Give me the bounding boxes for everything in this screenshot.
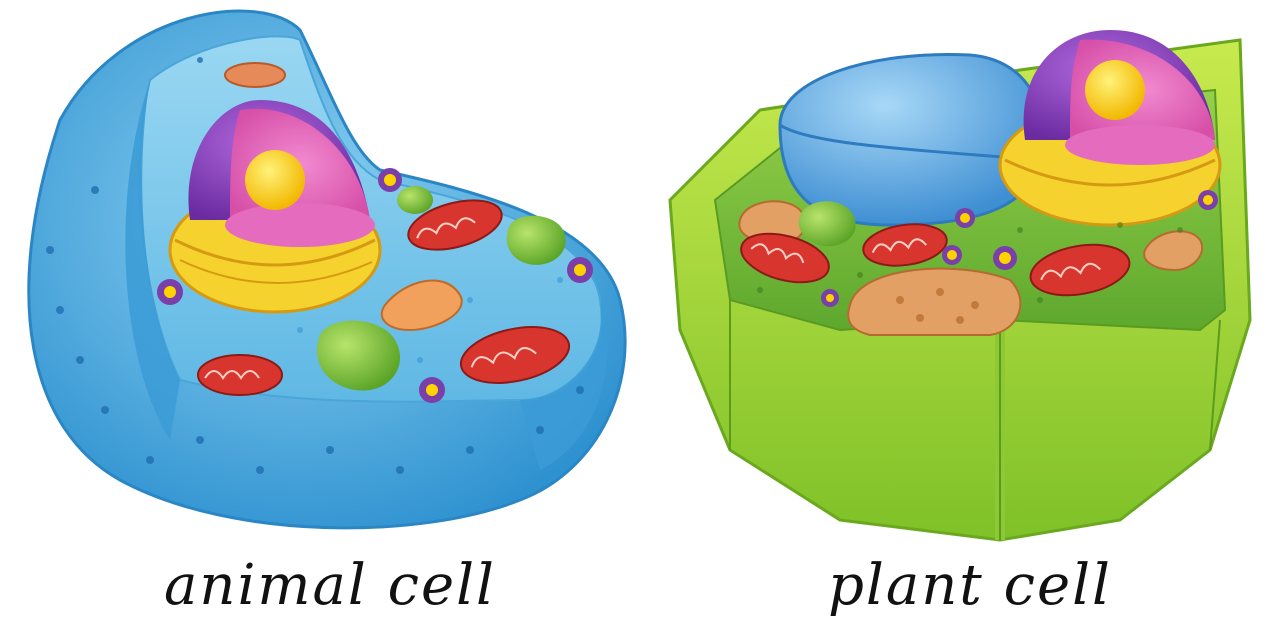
plant-cell-illustration bbox=[668, 30, 1252, 542]
animal-mitochondria bbox=[197, 199, 571, 396]
plant-chloroplasts bbox=[738, 200, 1203, 336]
plant-vacuole bbox=[778, 52, 1044, 227]
plant-cell-label: plant cell bbox=[828, 553, 1112, 618]
plant-nucleolus bbox=[1085, 60, 1145, 120]
animal-cell-label: animal cell bbox=[164, 553, 496, 618]
animal-cell-illustration bbox=[27, 9, 627, 530]
animal-vesicle bbox=[316, 320, 401, 391]
animal-nucleolus bbox=[245, 150, 305, 210]
